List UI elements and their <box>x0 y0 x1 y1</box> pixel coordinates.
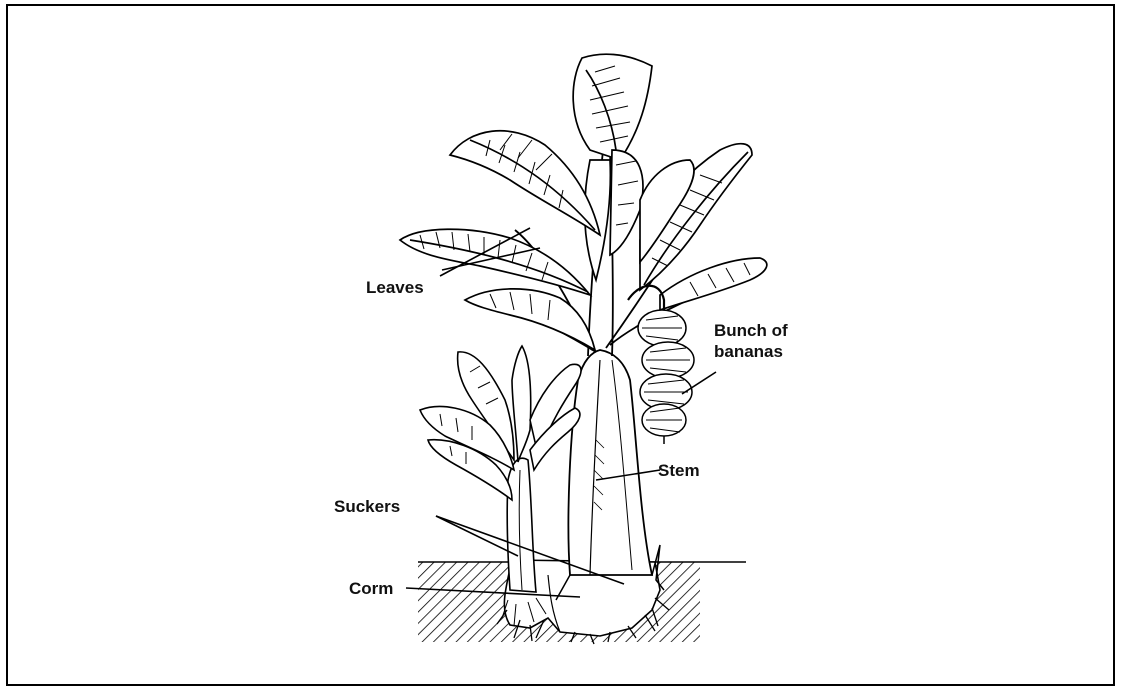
label-suckers: Suckers <box>334 496 400 517</box>
leaf-upper-left <box>450 131 600 235</box>
suckers-leader-1 <box>436 516 518 556</box>
leaf-top <box>573 54 652 160</box>
label-corm: Corm <box>349 578 393 599</box>
label-stem: Stem <box>658 460 700 481</box>
label-bunch-of-bananas: Bunch of bananas <box>714 320 788 362</box>
leaves-group <box>400 54 767 350</box>
label-bunch-line2: bananas <box>714 341 788 362</box>
leaf-left <box>400 229 590 295</box>
label-leaves: Leaves <box>366 277 424 298</box>
sucker-leaf-4 <box>512 346 531 462</box>
label-bunch-line1: Bunch of <box>714 320 788 341</box>
banana-bunch <box>628 286 694 444</box>
